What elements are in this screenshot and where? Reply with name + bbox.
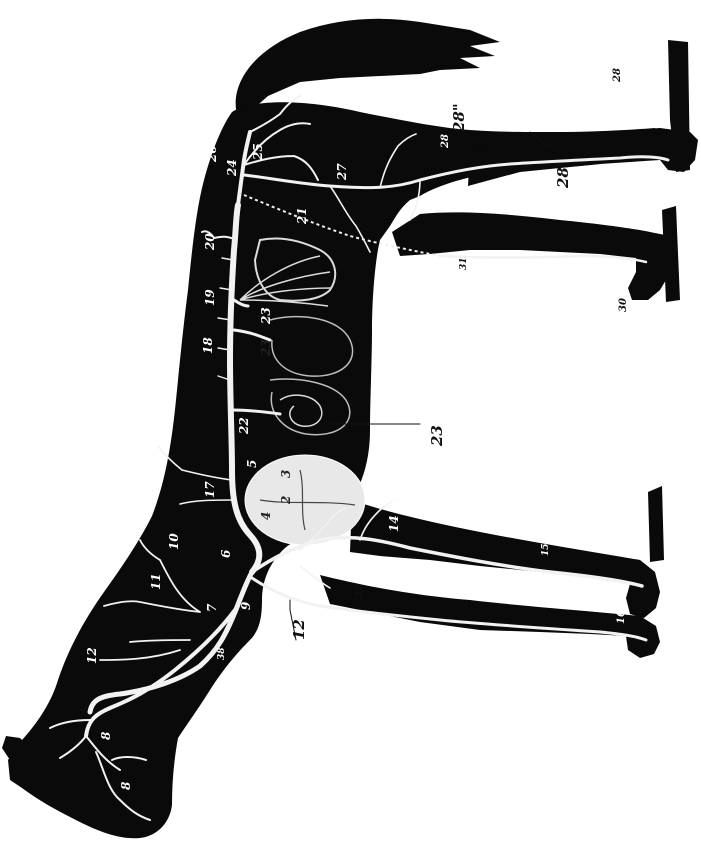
hoof-tuft-3: [648, 486, 664, 562]
label-14a: 14: [292, 554, 303, 568]
label-28-hoof: 28: [612, 68, 623, 83]
label-22: 22: [237, 417, 251, 435]
label-25: 25: [251, 143, 265, 161]
label-18: 18: [201, 337, 215, 354]
hoof-tuft-2: [662, 206, 680, 302]
label-31: 31: [459, 257, 469, 270]
label-23-outside: 23: [428, 425, 446, 447]
label-28-double-prime: 28": [450, 103, 468, 133]
label-26: 26: [205, 145, 219, 163]
label-17: 17: [203, 481, 217, 498]
label-5: 5: [245, 460, 259, 468]
label-23-upper: 23: [259, 307, 273, 325]
label-19: 19: [203, 289, 217, 306]
label-12-chest: 12: [290, 619, 308, 640]
label-23-mid: 23: [259, 339, 273, 357]
label-21: 21: [295, 207, 309, 225]
label-4-heart: 4: [259, 512, 273, 520]
horse-silhouette: [2, 19, 698, 838]
label-3-heart: 3: [279, 470, 293, 478]
label-28-hip: 28: [440, 134, 451, 149]
label-24: 24: [225, 159, 239, 177]
label-20: 20: [203, 233, 217, 251]
label-16: 16: [616, 610, 627, 624]
label-7: 7: [205, 603, 219, 612]
label-8-neck: 8: [99, 731, 113, 740]
label-6: 6: [219, 549, 233, 558]
label-38: 38: [217, 647, 227, 660]
label-15: 15: [541, 543, 551, 556]
label-30: 30: [618, 298, 629, 312]
label-12-neck: 12: [85, 647, 99, 664]
hindlimb-far-lower: [440, 256, 646, 262]
label-2-heart: 2: [279, 496, 293, 505]
label-11: 11: [149, 573, 163, 590]
label-27: 27: [335, 163, 349, 181]
label-14b: 14: [387, 515, 401, 532]
label-9: 9: [239, 601, 253, 610]
label-H: H: [389, 490, 408, 507]
label-32: 32: [354, 584, 365, 598]
label-8-face: 8: [119, 781, 133, 790]
label-28-prime: 28': [554, 163, 572, 189]
label-10: 10: [167, 533, 181, 550]
fore-leg-far: [320, 575, 660, 658]
